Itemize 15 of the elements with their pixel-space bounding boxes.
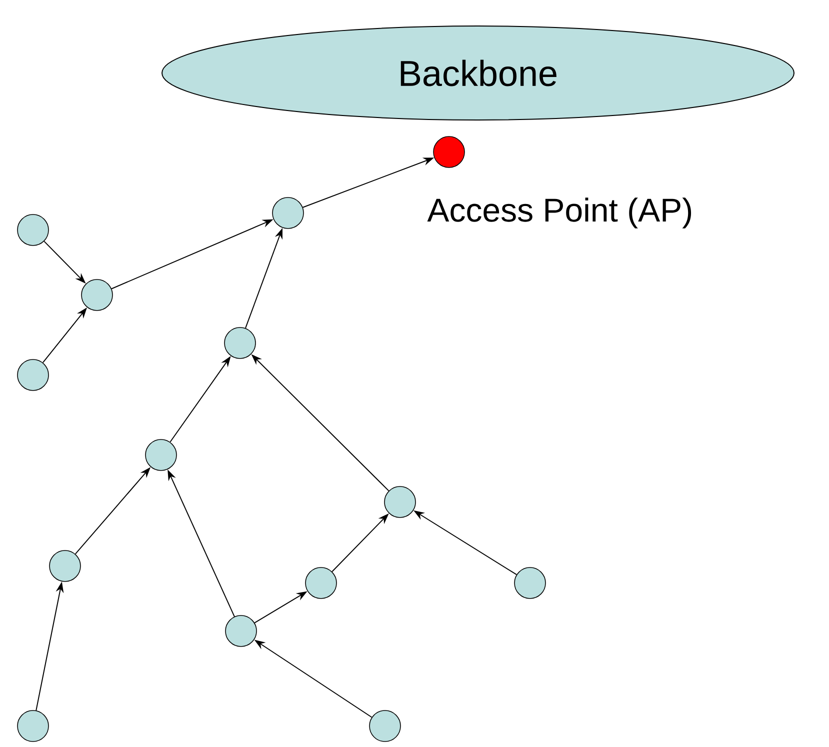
station-circle (514, 567, 546, 599)
station-circle (17, 710, 49, 742)
station-circle (49, 550, 81, 582)
station-circle (17, 214, 49, 246)
station-circle (305, 567, 337, 599)
station-circle (272, 197, 304, 229)
station-circle (81, 279, 113, 311)
station-circle (369, 710, 401, 742)
station-circle (384, 486, 416, 518)
station-circle (225, 615, 257, 647)
station-circle (17, 359, 49, 391)
ap-label: Access Point (AP) (427, 198, 692, 228)
station-circle (224, 327, 256, 359)
access-point-dot (433, 136, 465, 168)
station-circle (145, 439, 177, 471)
